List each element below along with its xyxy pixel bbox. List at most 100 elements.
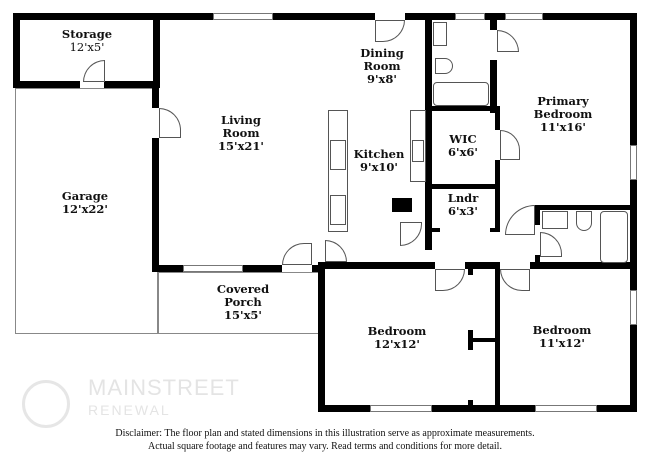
wall bbox=[425, 13, 432, 250]
door bbox=[282, 243, 312, 265]
room-dims: 9'x8' bbox=[367, 72, 397, 86]
disclaimer-line: Disclaimer: The floor plan and stated di… bbox=[115, 428, 535, 439]
bath-sink bbox=[542, 211, 568, 229]
door bbox=[375, 20, 405, 42]
room-name: Porch bbox=[224, 295, 262, 309]
door-gap bbox=[535, 225, 540, 255]
wall bbox=[630, 13, 637, 412]
window bbox=[213, 13, 273, 20]
room-name: Room bbox=[363, 59, 401, 73]
door-gap bbox=[152, 108, 159, 138]
room-name: WIC bbox=[449, 132, 477, 146]
door bbox=[500, 269, 530, 291]
wall bbox=[468, 338, 500, 342]
room-dims: 15'x21' bbox=[218, 139, 264, 153]
room-dims: 12'x12' bbox=[374, 337, 420, 351]
room-dims: 12'x22' bbox=[62, 202, 108, 216]
door-gap bbox=[375, 13, 405, 20]
wall bbox=[495, 106, 500, 230]
door bbox=[325, 240, 347, 262]
sink bbox=[412, 140, 424, 162]
door bbox=[500, 130, 520, 160]
room-name: Bedroom bbox=[532, 323, 592, 337]
room-dims: 9'x10' bbox=[360, 160, 398, 174]
disclaimer: Disclaimer: The floor plan and stated di… bbox=[0, 427, 650, 453]
stove bbox=[330, 140, 346, 170]
door-gap bbox=[468, 350, 473, 400]
room-dims: 11'x12' bbox=[539, 336, 585, 350]
room-dims: 6'x3' bbox=[448, 204, 478, 218]
wall bbox=[318, 262, 637, 269]
window bbox=[630, 145, 637, 180]
window bbox=[505, 13, 543, 20]
door bbox=[159, 108, 181, 138]
room-name: Storage bbox=[61, 27, 113, 41]
room-name: Lndr bbox=[447, 191, 479, 205]
logo-icon bbox=[22, 380, 70, 428]
wall bbox=[535, 205, 632, 210]
window bbox=[535, 405, 597, 412]
toilet bbox=[576, 211, 592, 231]
fridge bbox=[330, 195, 346, 225]
room-dims: 12'x5' bbox=[69, 40, 105, 54]
watermark-text: RENEWAL bbox=[88, 402, 171, 418]
bathtub bbox=[600, 211, 628, 263]
door-gap bbox=[500, 262, 530, 269]
disclaimer-line: Actual square footage and features may v… bbox=[148, 441, 502, 452]
wall bbox=[13, 13, 20, 88]
bathtub bbox=[433, 82, 489, 106]
room-name: Dining bbox=[360, 46, 404, 60]
door bbox=[83, 60, 105, 82]
room-name: Room bbox=[222, 126, 260, 140]
wall bbox=[318, 405, 637, 412]
wall bbox=[318, 265, 325, 412]
window bbox=[370, 405, 432, 412]
room-name: Bedroom bbox=[367, 324, 427, 338]
door bbox=[435, 269, 465, 291]
room-name: Primary bbox=[537, 94, 589, 108]
room-name: Living bbox=[221, 113, 261, 127]
room-name: Bedroom bbox=[533, 107, 593, 121]
window bbox=[183, 265, 243, 272]
door-gap bbox=[490, 30, 497, 60]
wall bbox=[152, 88, 159, 272]
watermark-text: MAINSTREET bbox=[88, 375, 240, 400]
door-gap bbox=[435, 262, 465, 269]
room-name: Kitchen bbox=[353, 147, 405, 161]
door bbox=[540, 232, 562, 257]
wall bbox=[495, 262, 500, 412]
wall bbox=[425, 106, 497, 111]
door-gap bbox=[468, 275, 473, 330]
door-gap bbox=[495, 130, 500, 160]
door bbox=[400, 222, 422, 246]
window bbox=[630, 290, 637, 325]
wall bbox=[153, 13, 160, 88]
room-name: Covered bbox=[216, 282, 270, 296]
room-dims: 15'x5' bbox=[224, 308, 262, 322]
door bbox=[497, 30, 519, 52]
room-dims: 6'x6' bbox=[448, 145, 478, 159]
wall bbox=[490, 13, 497, 113]
wall bbox=[392, 198, 412, 212]
wall bbox=[13, 13, 637, 20]
bath-sink bbox=[433, 22, 447, 46]
door bbox=[505, 205, 535, 235]
room-dims: 11'x16' bbox=[540, 120, 586, 134]
door-gap bbox=[440, 228, 490, 232]
door-gap bbox=[282, 265, 312, 272]
wall bbox=[468, 262, 473, 412]
door-gap bbox=[80, 81, 104, 88]
wall bbox=[425, 184, 500, 189]
toilet bbox=[435, 58, 453, 74]
